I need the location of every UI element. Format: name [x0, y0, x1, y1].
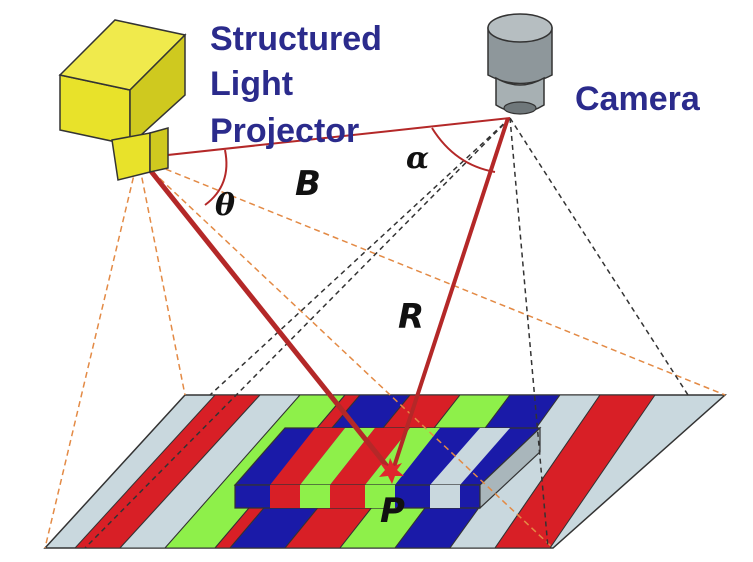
- theta-arc: [204, 149, 228, 206]
- camera-icon: [487, 13, 553, 115]
- triangulation-rays: [139, 117, 511, 472]
- striped-surface: [43, 394, 727, 549]
- projector-title-line-2: Light: [210, 65, 293, 103]
- projector-title-line-1: Structured: [210, 20, 382, 58]
- projector-ray: [148, 168, 392, 472]
- alpha-label: α: [406, 141, 429, 176]
- watermark: @诸葛务农: [618, 526, 693, 544]
- block-stripe-blue: [395, 428, 480, 485]
- stripe-red: [494, 394, 656, 549]
- block-front-green: [365, 485, 395, 508]
- alpha-arc: [431, 127, 496, 173]
- range-label: R: [398, 297, 424, 337]
- block-stripe-green: [365, 428, 440, 485]
- camera-ray: [391, 117, 510, 471]
- block-stripe-green: [300, 428, 375, 485]
- block-stripe-gray: [430, 428, 510, 485]
- block-front-gray: [430, 485, 460, 508]
- projector-cone: [44, 157, 726, 549]
- block-front-red: [330, 485, 365, 508]
- block-stripe-red: [330, 428, 410, 485]
- baseline-ray: [139, 117, 511, 159]
- block-front-green: [300, 485, 330, 508]
- baseline-label: B: [295, 164, 321, 204]
- point-label: P: [380, 491, 405, 531]
- projector-title-line-3: Projector: [210, 112, 359, 150]
- camera-title: Camera: [575, 80, 701, 118]
- projector-icon: [58, 19, 187, 181]
- theta-label: θ: [215, 188, 235, 223]
- block-stripe-red: [270, 428, 345, 485]
- camera-cone: [84, 117, 689, 549]
- point-p-burst: [379, 458, 404, 484]
- block-front-red: [270, 485, 300, 508]
